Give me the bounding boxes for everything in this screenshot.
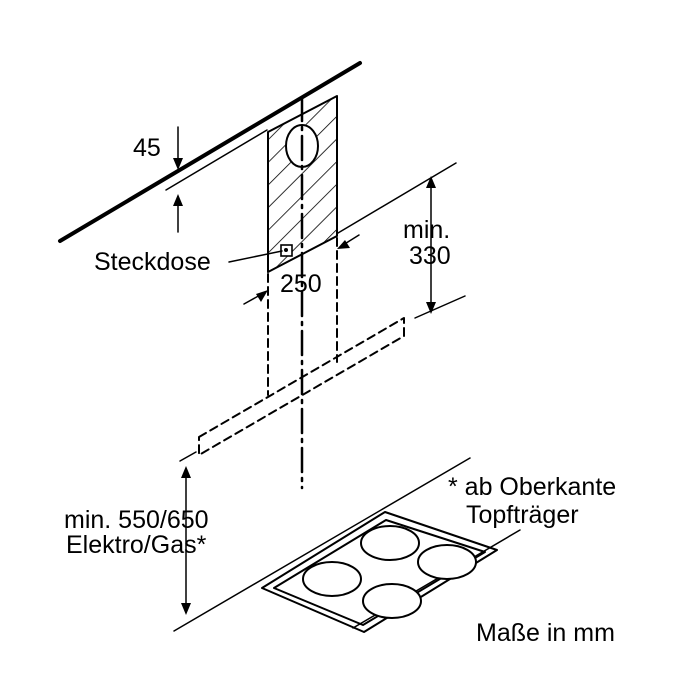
hood-top-reference-line — [414, 295, 466, 319]
dimension-min-550-650: min. 550/650 Elektro/Gas* — [64, 466, 209, 615]
burner-back-left — [360, 525, 420, 561]
dimension-min-330: min. 330 — [403, 176, 451, 314]
cooktop — [261, 511, 498, 633]
dimension-250: 250 — [243, 234, 360, 305]
units-label: Maße in mm — [476, 619, 615, 647]
socket-leader-line — [228, 250, 283, 263]
socket-label: Steckdose — [94, 248, 211, 276]
height-label-line1: min. 550/650 — [64, 506, 209, 534]
height-label-line2: Elektro/Gas* — [66, 531, 207, 559]
width-label: 250 — [280, 270, 322, 298]
min-value-label: 330 — [409, 242, 451, 270]
ceiling-reference-line — [337, 162, 457, 234]
ceiling-offset-label: 45 — [133, 134, 161, 162]
burner-front-left — [302, 561, 362, 597]
hood-bottom-reference-line — [179, 451, 197, 462]
dimension-45: 45 — [133, 126, 183, 233]
footnote-line1: * ab Oberkante — [448, 473, 616, 501]
offset-reference-line — [165, 129, 268, 191]
footnote-line2: Topfträger — [466, 501, 579, 529]
min-label: min. — [403, 216, 450, 244]
burner-back-right — [417, 544, 477, 580]
ceiling-line — [58, 61, 362, 243]
hood-outline-dashed — [198, 317, 405, 456]
worktop-front-line — [173, 457, 471, 632]
burner-front-right — [362, 583, 422, 619]
